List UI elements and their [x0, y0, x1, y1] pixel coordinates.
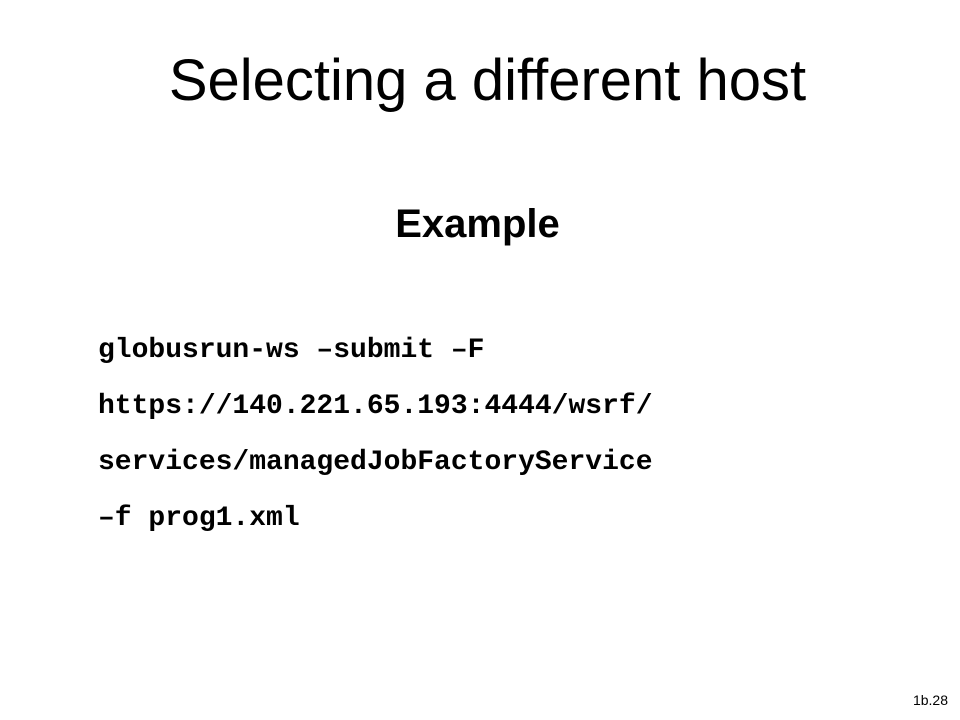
- code-line: globusrun-ws –submit –F: [98, 335, 485, 366]
- command-code-block: globusrun-ws –submit –F https://140.221.…: [98, 330, 898, 554]
- slide-number: 1b.28: [912, 692, 948, 708]
- code-line: https://140.221.65.193:4444/wsrf/: [98, 391, 653, 422]
- code-line: services/managedJobFactoryService: [98, 447, 653, 478]
- slide-subtitle: Example: [395, 202, 560, 246]
- slide-title: Selecting a different host: [168, 48, 807, 113]
- code-line: –f prog1.xml: [98, 503, 300, 534]
